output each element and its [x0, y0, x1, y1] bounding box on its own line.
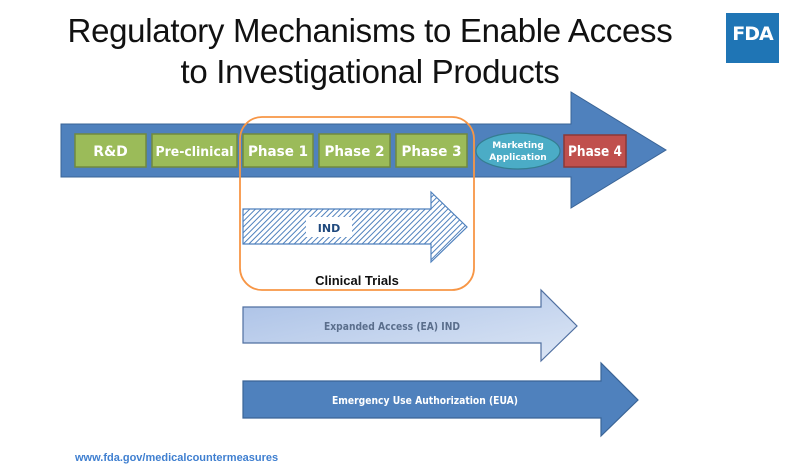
fda-logo-icon: FDA: [726, 13, 779, 63]
stage-marketing-application: Marketing Application: [475, 132, 561, 170]
stage-phase-4: Phase 4: [563, 134, 627, 168]
stage-label: Phase 4: [568, 144, 622, 160]
stage-label-line-2: Application: [489, 153, 546, 163]
eua-arrow: [242, 361, 639, 438]
expanded-access-arrow: [242, 288, 578, 363]
stage-label: Phase 1: [248, 144, 308, 160]
stage-phase-1: Phase 1: [242, 133, 314, 168]
title-line-1: Regulatory Mechanisms to Enable Access: [67, 12, 673, 49]
stage-phase-2: Phase 2: [318, 133, 391, 168]
page-title: Regulatory Mechanisms to Enable Access t…: [0, 10, 740, 92]
stage-preclinical: Pre-clinical: [151, 133, 238, 168]
ind-arrow: [242, 190, 468, 264]
stage-label: R&D: [93, 144, 128, 160]
expanded-access-label: Expanded Access (EA) IND: [324, 320, 460, 333]
stage-label: Pre-clinical: [156, 145, 234, 160]
stage-label-line-1: Marketing: [492, 141, 544, 151]
ind-label: IND: [318, 222, 340, 235]
stage-label: Phase 2: [325, 144, 385, 160]
stage-label: Phase 3: [402, 144, 462, 160]
ind-label-bg: [306, 217, 352, 237]
clinical-trials-box: [239, 116, 475, 291]
stage-rnd: R&D: [74, 133, 147, 168]
clinical-trials-label: Clinical Trials: [315, 273, 399, 288]
footer-url[interactable]: www.fda.gov/medicalcountermeasures: [75, 452, 279, 464]
stage-phase-3: Phase 3: [395, 133, 468, 168]
eua-label: Emergency Use Authorization (EUA): [332, 394, 518, 407]
title-line-2: to Investigational Products: [180, 53, 560, 90]
